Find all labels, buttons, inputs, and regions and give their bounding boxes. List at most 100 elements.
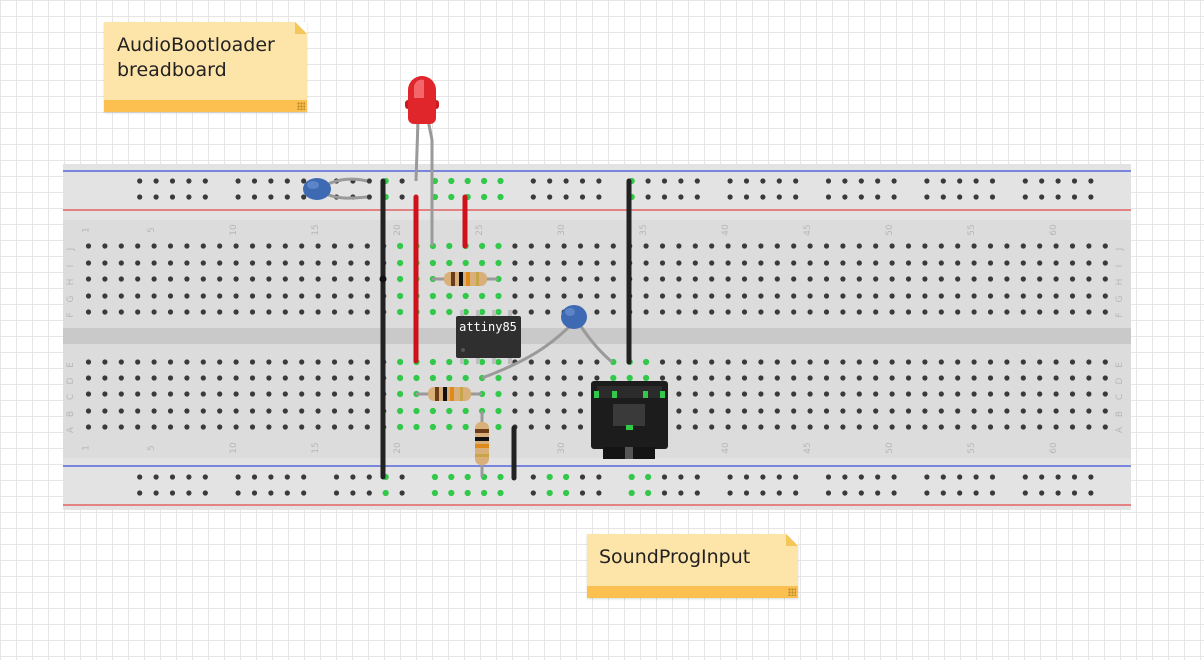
hole[interactable]	[333, 474, 340, 480]
hole[interactable]	[678, 178, 684, 184]
hole[interactable]	[692, 391, 698, 397]
hole[interactable]	[645, 194, 651, 200]
hole[interactable]	[331, 391, 338, 397]
hole[interactable]	[776, 194, 782, 200]
hole[interactable]	[659, 359, 666, 365]
hole[interactable]	[774, 293, 780, 299]
hole[interactable]	[528, 276, 534, 282]
note-jack-label[interactable]: SoundProgInput	[587, 534, 798, 598]
hole[interactable]	[1071, 474, 1078, 480]
hole[interactable]	[1037, 424, 1043, 430]
hole[interactable]	[1069, 293, 1076, 299]
hole[interactable]	[840, 359, 846, 365]
hole[interactable]	[299, 293, 305, 299]
hole[interactable]	[905, 375, 912, 381]
hole[interactable]	[940, 178, 946, 184]
hole[interactable]	[940, 474, 946, 480]
hole[interactable]	[266, 391, 272, 397]
hole-connected[interactable]	[462, 259, 469, 267]
hole[interactable]	[251, 194, 258, 200]
hole[interactable]	[692, 424, 698, 430]
hole[interactable]	[118, 408, 124, 414]
hole-connected[interactable]	[462, 374, 469, 382]
hole[interactable]	[268, 474, 274, 480]
hole[interactable]	[1053, 276, 1059, 282]
hole[interactable]	[891, 194, 897, 200]
hole[interactable]	[579, 194, 586, 200]
hole[interactable]	[266, 359, 272, 365]
hole[interactable]	[955, 293, 961, 299]
hole[interactable]	[167, 391, 174, 397]
hole[interactable]	[793, 178, 799, 184]
hole[interactable]	[1055, 194, 1061, 200]
hole[interactable]	[364, 375, 370, 381]
hole[interactable]	[725, 359, 731, 365]
hole[interactable]	[973, 474, 979, 480]
hole-connected[interactable]	[495, 242, 502, 250]
hole[interactable]	[301, 194, 307, 200]
hole[interactable]	[186, 194, 192, 200]
hole[interactable]	[530, 474, 536, 480]
hole[interactable]	[922, 391, 928, 397]
hole[interactable]	[169, 178, 176, 184]
hole[interactable]	[971, 359, 977, 365]
hole[interactable]	[1071, 178, 1078, 184]
hole[interactable]	[512, 391, 518, 397]
hole[interactable]	[102, 375, 108, 381]
hole[interactable]	[659, 309, 666, 315]
hole[interactable]	[299, 276, 305, 282]
hole[interactable]	[842, 490, 848, 496]
hole[interactable]	[85, 408, 92, 414]
hole[interactable]	[938, 309, 944, 315]
hole[interactable]	[1037, 243, 1043, 249]
hole-connected[interactable]	[448, 473, 455, 481]
hole[interactable]	[1055, 490, 1061, 496]
hole[interactable]	[118, 391, 124, 397]
hole[interactable]	[594, 359, 600, 365]
hole[interactable]	[1055, 474, 1061, 480]
hole[interactable]	[184, 243, 190, 249]
hole[interactable]	[563, 194, 569, 200]
hole[interactable]	[151, 243, 157, 249]
hole[interactable]	[1039, 194, 1045, 200]
hole[interactable]	[709, 243, 715, 249]
hole[interactable]	[955, 408, 961, 414]
hole[interactable]	[282, 243, 288, 249]
hole[interactable]	[561, 276, 567, 282]
hole[interactable]	[973, 490, 979, 496]
hole[interactable]	[823, 359, 830, 365]
hole[interactable]	[151, 424, 157, 430]
hole[interactable]	[938, 276, 944, 282]
hole[interactable]	[774, 408, 780, 414]
hole[interactable]	[184, 424, 190, 430]
hole[interactable]	[840, 408, 846, 414]
hole[interactable]	[807, 260, 813, 266]
hole[interactable]	[676, 359, 682, 365]
hole[interactable]	[840, 391, 846, 397]
hole[interactable]	[692, 375, 698, 381]
hole-connected[interactable]	[446, 374, 453, 382]
hole[interactable]	[266, 309, 272, 315]
hole[interactable]	[1004, 391, 1010, 397]
hole[interactable]	[889, 243, 895, 249]
hole[interactable]	[331, 375, 338, 381]
hole[interactable]	[266, 375, 272, 381]
hole[interactable]	[512, 375, 518, 381]
hole[interactable]	[758, 424, 764, 430]
hole[interactable]	[217, 260, 223, 266]
hole[interactable]	[200, 408, 206, 414]
hole[interactable]	[791, 359, 797, 365]
hole[interactable]	[758, 243, 764, 249]
hole[interactable]	[249, 293, 256, 299]
hole[interactable]	[938, 424, 944, 430]
hole[interactable]	[741, 408, 748, 414]
hole[interactable]	[889, 276, 895, 282]
hole-connected[interactable]	[446, 259, 453, 267]
hole[interactable]	[135, 359, 141, 365]
hole[interactable]	[594, 375, 600, 381]
hole-connected[interactable]	[628, 489, 635, 497]
hole[interactable]	[1069, 260, 1076, 266]
hole[interactable]	[955, 359, 961, 365]
hole[interactable]	[676, 293, 682, 299]
hole[interactable]	[856, 408, 862, 414]
